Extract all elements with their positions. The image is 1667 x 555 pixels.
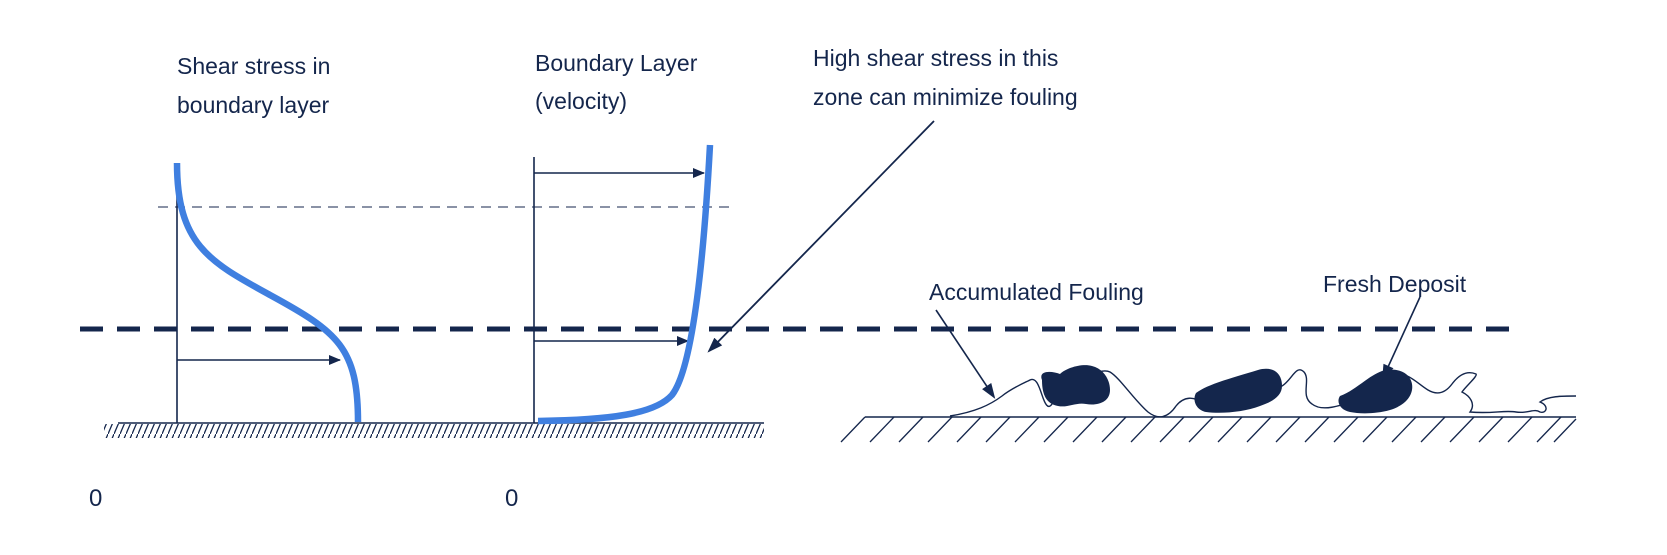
fresh-deposit-label: Fresh Deposit: [1323, 271, 1467, 297]
fresh-deposit-arrow: [1382, 296, 1421, 381]
right-wall: [840, 296, 1577, 443]
shear-title-line2: boundary layer: [177, 92, 329, 118]
shear-stress-profile: [173, 162, 362, 423]
velocity-title-line1: Boundary Layer: [535, 50, 698, 76]
shear-curve: [173, 162, 362, 423]
velocity-profile: [533, 144, 714, 425]
velocity-curve: [537, 144, 714, 425]
deposit-3: [1338, 369, 1413, 414]
right-wall-hatching: [840, 416, 1577, 443]
accumulated-fouling-label: Accumulated Fouling: [929, 279, 1144, 305]
callout-line1: High shear stress in this: [813, 45, 1058, 71]
callout-line2: zone can minimize fouling: [813, 84, 1078, 110]
velocity-title-line2: (velocity): [535, 88, 627, 114]
callout-arrow: [707, 120, 935, 353]
deposit-2: [1194, 368, 1282, 413]
shear-title-line1: Shear stress in: [177, 53, 330, 79]
left-wall: [104, 422, 764, 438]
origin-label-right: 0: [505, 485, 518, 512]
left-wall-hatching: [104, 424, 764, 438]
deposit-1: [1041, 365, 1110, 407]
accumulated-fouling-arrow: [935, 309, 996, 399]
origin-label-left: 0: [89, 485, 102, 512]
